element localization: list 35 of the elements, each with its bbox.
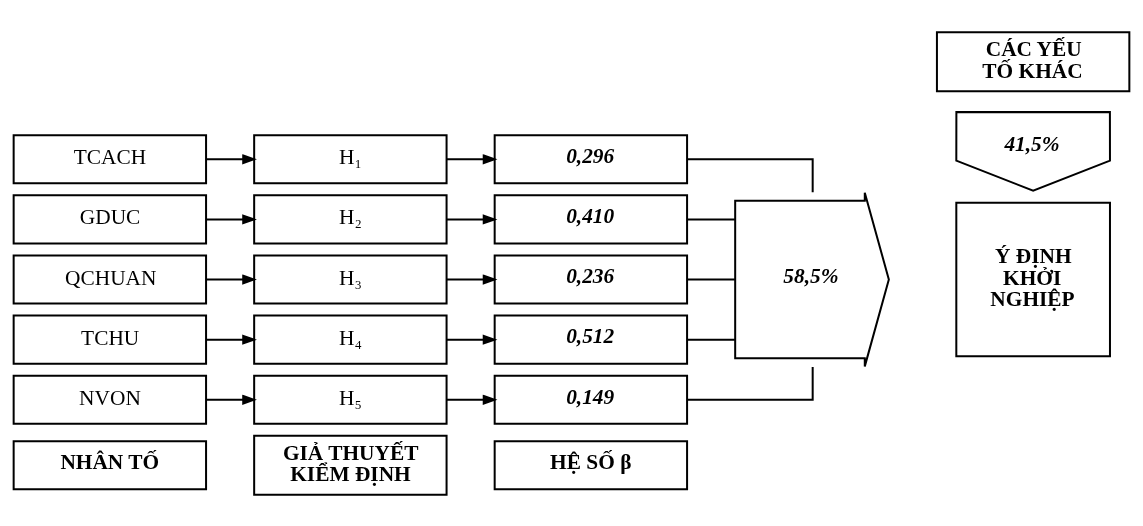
arrow xyxy=(205,394,257,405)
node-box: NVON xyxy=(12,374,208,425)
connector xyxy=(686,365,814,401)
arrow xyxy=(445,273,498,285)
node-box: 0,236 xyxy=(493,254,689,305)
node-box: 0,149 xyxy=(493,374,689,425)
node-box: H₄ xyxy=(253,314,448,365)
node-box: 0,296 xyxy=(493,133,689,184)
connector xyxy=(686,217,736,220)
node-box: H₃ xyxy=(253,254,448,305)
node-box: H₂ xyxy=(253,193,448,244)
arrow xyxy=(445,334,498,345)
connector xyxy=(686,278,736,281)
node-box: 0,410 xyxy=(493,193,689,244)
arrow xyxy=(205,334,257,345)
arrow xyxy=(205,153,257,164)
node-box: NHÂN TỐ xyxy=(12,439,208,490)
arrow xyxy=(445,153,498,164)
arrow xyxy=(445,394,498,405)
node-box: CÁC YẾU TỐ KHÁC xyxy=(935,30,1131,92)
node-box: QCHUAN xyxy=(12,254,208,305)
node-box: H₅ xyxy=(253,374,448,425)
node-box: TCACH xyxy=(12,133,208,184)
arrow xyxy=(205,273,257,285)
connector xyxy=(686,157,814,193)
arrow xyxy=(445,213,498,225)
node-box: TCHU xyxy=(12,314,208,365)
arrow xyxy=(205,213,257,225)
node-box: 0,512 xyxy=(493,314,689,365)
node-box: GDUC xyxy=(12,193,208,244)
node-box: H₁ xyxy=(253,133,448,184)
node-box: HỆ SỐ β xyxy=(493,439,689,490)
node-box: GIẢ THUYẾT KIỂM ĐỊNH xyxy=(253,434,448,496)
connector xyxy=(686,338,736,341)
node-box: Ý ĐỊNH KHỞI NGHIỆP xyxy=(955,201,1111,357)
